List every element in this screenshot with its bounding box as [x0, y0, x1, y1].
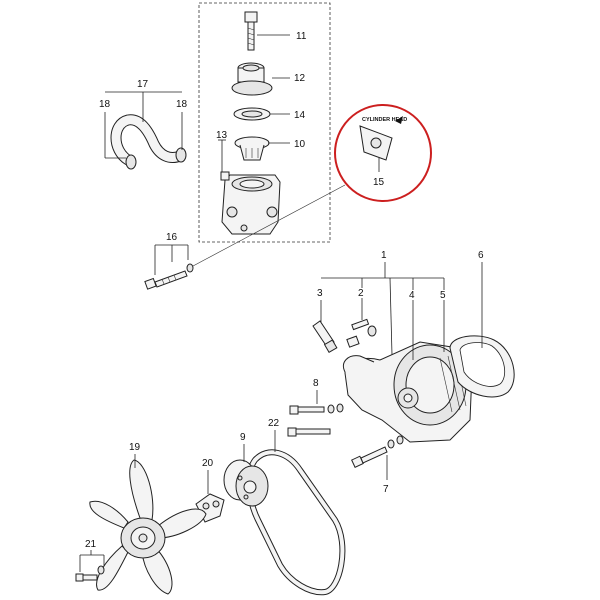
part-9-fan-pulley: [223, 459, 269, 507]
part-2-stud: [346, 318, 377, 348]
callout-6: 6: [478, 250, 484, 261]
part-6-pump-gasket: [449, 335, 515, 398]
part-21-bolt: [75, 565, 105, 582]
callout-19: 19: [129, 442, 141, 453]
part-8-bolts: [287, 403, 344, 437]
part-11-bolt: [244, 11, 258, 51]
callout-9: 9: [240, 432, 246, 443]
callout-13: 13: [216, 130, 228, 141]
callout-18-right: 18: [176, 99, 188, 110]
callout-14: 14: [294, 110, 306, 121]
callout-7: 7: [383, 484, 389, 495]
cylinder-head-label: CYLINDER HEAD: [362, 117, 407, 123]
callout-12: 12: [294, 73, 306, 84]
callout-2: 2: [358, 288, 364, 299]
arrow-icon: [395, 116, 403, 124]
callout-22: 22: [268, 418, 280, 429]
callout-18-left: 18: [99, 99, 111, 110]
callout-11: 11: [296, 31, 307, 42]
callout-3: 3: [317, 288, 323, 299]
callout-1: 1: [381, 250, 387, 261]
part-16-bolt: [144, 263, 194, 290]
callout-16: 16: [166, 232, 178, 243]
callout-17: 17: [137, 79, 149, 90]
part-3-temperature-sensor: [312, 320, 338, 354]
part-13-thermostat-housing: [220, 171, 281, 235]
part-18-hose-clamp: [125, 147, 187, 170]
callout-21: 21: [85, 539, 97, 550]
callout-4: 4: [409, 290, 415, 301]
part-15-gasket: [359, 125, 393, 161]
highlight-circle: [334, 104, 432, 202]
part-12-water-outlet: [231, 62, 273, 96]
callout-8: 8: [313, 378, 319, 389]
part-14-gasket: [233, 107, 271, 121]
callout-20: 20: [202, 458, 214, 469]
callout-5: 5: [440, 290, 446, 301]
callout-10: 10: [294, 139, 306, 150]
part-19-cooling-fan: [89, 459, 207, 595]
part-10-thermostat: [234, 136, 270, 161]
thermostat-group-box: [198, 2, 331, 243]
part-17-bypass-hose: [110, 114, 186, 166]
part-7-bolt: [351, 435, 404, 468]
part-1-water-pump-assembly: [343, 341, 473, 443]
callout-15: 15: [373, 177, 385, 188]
